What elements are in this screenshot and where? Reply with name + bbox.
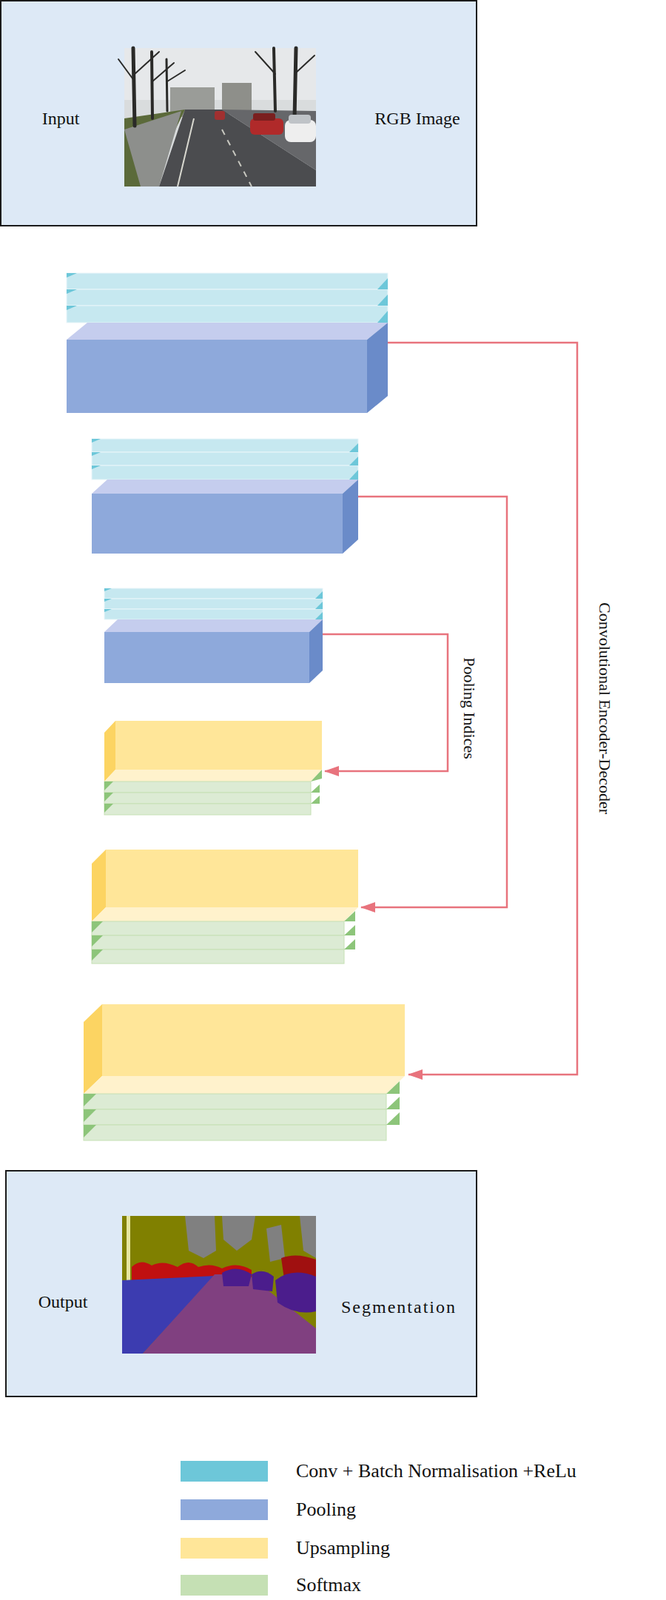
panel-label: Output — [38, 1292, 89, 1313]
legend-swatch — [180, 1499, 268, 1520]
input-photo — [118, 48, 316, 187]
decoder-block — [83, 1004, 405, 1141]
legend-swatch — [180, 1574, 268, 1596]
legend-swatch — [180, 1537, 268, 1559]
panel-label: Segmentation — [341, 1297, 457, 1318]
legend-swatch — [180, 1460, 268, 1482]
legend-text: Upsampling — [296, 1536, 390, 1560]
panel-label: RGB Image — [374, 108, 460, 129]
segmentation-map — [122, 1215, 316, 1354]
legend-text: Softmax — [296, 1573, 362, 1597]
panel-label: Input — [42, 108, 80, 129]
decoder-block — [104, 720, 322, 815]
arrow-label: Convolutional Encoder-Decoder — [594, 602, 615, 814]
pooling-index-arrow — [322, 342, 578, 1075]
panel-box: Output Segmentation — [5, 1169, 478, 1398]
arrow-label: Pooling Indices — [459, 657, 479, 760]
legend-text: Conv + Batch Normalisation +ReLu — [296, 1460, 577, 1483]
encoder-block — [91, 438, 359, 554]
encoder-block — [66, 273, 388, 413]
decoder-block — [91, 849, 359, 964]
encoder-block — [104, 588, 323, 684]
panel-box: Input RGB Image — [0, 0, 478, 227]
legend-text: Pooling — [296, 1498, 356, 1521]
